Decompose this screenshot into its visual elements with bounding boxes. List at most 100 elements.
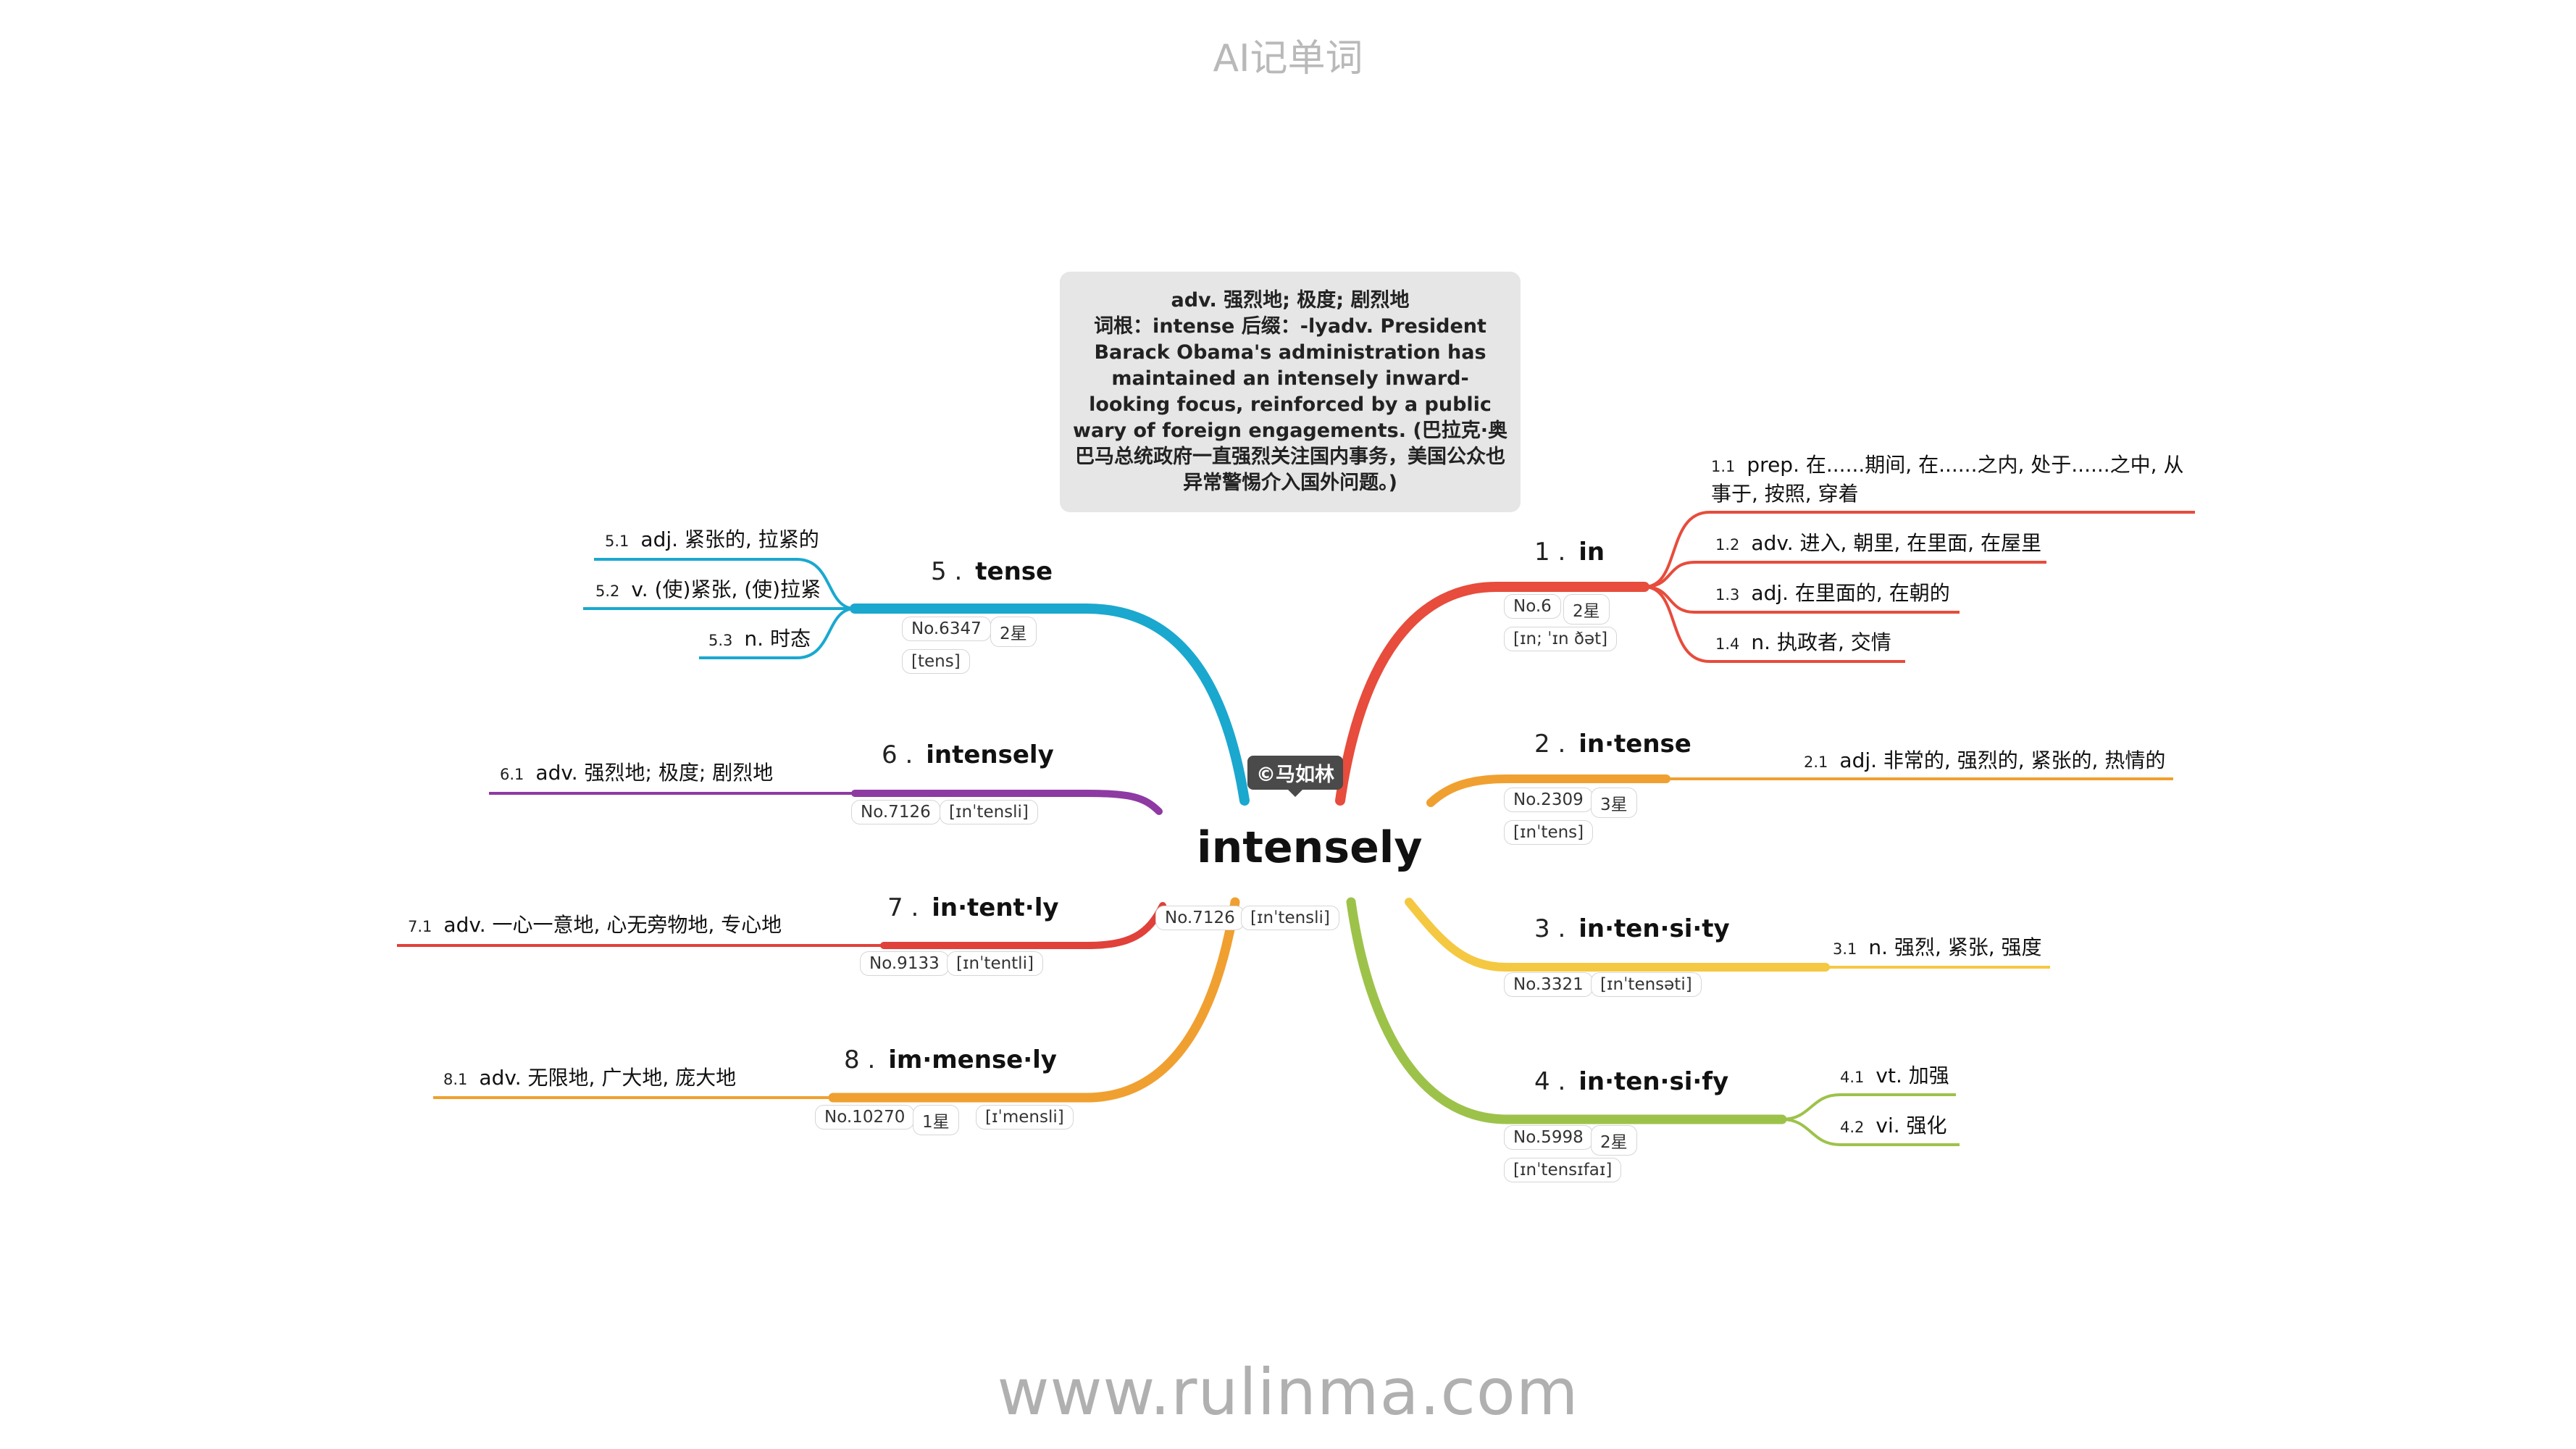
branch-4-trunk (1346, 897, 1787, 1124)
note-example: 词根：intense 后缀：-lyadv. President Barack O… (1073, 315, 1507, 494)
branch-7-title[interactable]: 7 .in·tent·ly (887, 893, 1059, 922)
leaf-1-2[interactable]: 1.2 adv. 进入, 朝里, 在里面, 在屋里 (1715, 527, 2041, 556)
branch-2-number: 2 . (1534, 730, 1566, 759)
branch-1-word: in (1578, 538, 1605, 567)
branch-4-word: in·ten·si·fy (1578, 1067, 1729, 1096)
branch-3-word: in·ten·si·ty (1578, 914, 1730, 943)
branch-1-title[interactable]: 1 . in (1534, 538, 1605, 567)
branch-8-title[interactable]: 8 . im·mense·ly (844, 1045, 1057, 1074)
branch-6-ipa-chip: [ɪnˈtensli] (940, 800, 1038, 824)
branch-1-leaf-2-link (1644, 561, 2046, 588)
branch-6-rank-chip: No.7126 (851, 800, 940, 824)
branch-2-title[interactable]: 2 . in·tense (1534, 730, 1691, 759)
branch-4-rank-chip: No.5998 (1504, 1125, 1593, 1150)
branch-8-number: 8 . (844, 1045, 876, 1074)
branch-3-number: 3 . (1534, 914, 1566, 943)
central-ipa-chip: [ɪnˈtensli] (1241, 906, 1339, 930)
branch-8-trunk (828, 897, 1240, 1103)
branch-6-number: 6 . (882, 740, 913, 769)
leaf-1-4-id: 1.4 (1715, 635, 1740, 653)
leaf-7-1-text: adv. 一心一意地, 心无旁物地, 专心地 (443, 913, 782, 937)
leaf-6-1[interactable]: 6.1 adv. 强烈地; 极度; 剧烈地 (500, 757, 773, 786)
leaf-2-1[interactable]: 2.1 adj. 非常的, 强烈的, 紧张的, 热情的 (1804, 745, 2165, 774)
branch-7-word: in·tent·ly (932, 893, 1059, 922)
leaf-6-1-id: 6.1 (500, 766, 524, 783)
branch-2-rank-chip: No.2309 (1504, 788, 1593, 812)
branch-2-ipa-chip: [ɪnˈtens] (1504, 820, 1594, 845)
leaf-1-2-id: 1.2 (1715, 536, 1740, 554)
branch-5-stars-chip: 2星 (990, 617, 1037, 647)
branch-3-title[interactable]: 3 . in·ten·si·ty (1534, 914, 1730, 943)
leaf-3-1-text: n. 强烈, 紧张, 强度 (1868, 935, 2042, 959)
branch-6-title[interactable]: 6 . intensely (882, 740, 1054, 769)
branch-5-title[interactable]: 5 . tense (931, 557, 1053, 586)
branch-3-trunk (1405, 898, 1830, 972)
branch-1-leaf-1-link (1644, 511, 2195, 588)
leaf-1-1-id: 1.1 (1711, 458, 1736, 475)
leaf-5-2-text: v. (使)紧张, (使)拉紧 (631, 577, 821, 601)
branch-4-title[interactable]: 4 . in·ten·si·fy (1534, 1067, 1728, 1096)
branch-5-leaf-1-link (594, 558, 856, 610)
leaf-3-1-id: 3.1 (1833, 940, 1857, 958)
leaf-8-1-text: adv. 无限地, 广大地, 庞大地 (479, 1066, 737, 1090)
branch-3-rank-chip: No.3321 (1504, 972, 1593, 997)
leaf-4-1-id: 4.1 (1840, 1069, 1865, 1086)
leaf-8-1[interactable]: 8.1 adv. 无限地, 广大地, 庞大地 (443, 1062, 736, 1091)
app-title: AI记单词 (1213, 37, 1363, 80)
branch-1-leaf-4-link (1644, 585, 1905, 663)
branch-8-word: im·mense·ly (888, 1045, 1057, 1074)
branch-5-word: tense (975, 557, 1053, 586)
leaf-6-1-text: adv. 强烈地; 极度; 剧烈地 (535, 761, 774, 785)
leaf-1-4-text: n. 执政者, 交情 (1751, 630, 1891, 654)
branch-5-number: 5 . (931, 557, 963, 586)
branch-4-leaf-2-link (1781, 1118, 1960, 1146)
copyright-badge: ©马如林 (1247, 756, 1343, 797)
branch-1-trunk (1335, 582, 1649, 806)
leaf-1-1-text: prep. 在......期间, 在......之内, 处于......之中, … (1711, 453, 2184, 506)
branch-2-word: in·tense (1578, 730, 1691, 759)
branch-5-rank-chip: No.6347 (902, 617, 991, 641)
leaf-4-2-text: vi. 强化 (1875, 1114, 1947, 1137)
branch-6-word: intensely (926, 740, 1054, 769)
leaf-8-1-id: 8.1 (443, 1071, 468, 1088)
branch-4-number: 4 . (1534, 1067, 1566, 1096)
leaf-4-1[interactable]: 4.1 vt. 加强 (1840, 1060, 1949, 1089)
branch-8-ipa-chip: [ɪˈmensli] (976, 1105, 1074, 1129)
branch-8-stars-chip: 1星 (913, 1105, 959, 1135)
leaf-5-3-id: 5.3 (708, 632, 733, 649)
branch-1-rank-chip: No.6 (1504, 594, 1561, 619)
leaf-1-4[interactable]: 1.4 n. 执政者, 交情 (1715, 627, 1891, 656)
leaf-5-3-text: n. 时态 (744, 627, 811, 651)
leaf-4-1-text: vt. 加强 (1875, 1064, 1949, 1087)
central-word[interactable]: intensely (1197, 822, 1423, 873)
branch-3-ipa-chip: [ɪnˈtensəti] (1591, 972, 1702, 997)
leaf-2-1-text: adj. 非常的, 强烈的, 紧张的, 热情的 (1839, 748, 2166, 772)
site-url: www.rulinma.com (997, 1355, 1579, 1429)
branch-6-trunk (851, 790, 1163, 815)
leaf-2-1-id: 2.1 (1804, 753, 1828, 771)
branch-5-ipa-chip: [tens] (902, 649, 970, 674)
leaf-3-1[interactable]: 3.1 n. 强烈, 紧张, 强度 (1833, 932, 2042, 961)
branch-7-ipa-chip: [ɪnˈtentli] (947, 951, 1043, 976)
branch-1-number: 1 . (1534, 538, 1566, 567)
leaf-1-3-id: 1.3 (1715, 586, 1740, 604)
branch-1-ipa-chip: [ɪn; ˈɪn ðət] (1504, 627, 1618, 651)
leaf-5-1-text: adj. 紧张的, 拉紧的 (640, 527, 819, 551)
leaf-5-1[interactable]: 5.1 adj. 紧张的, 拉紧的 (605, 524, 819, 553)
leaf-5-3[interactable]: 5.3 n. 时态 (708, 623, 811, 652)
leaf-5-1-id: 5.1 (605, 533, 630, 550)
branch-5-trunk (850, 604, 1250, 806)
branch-5-leaf-3-link (699, 607, 856, 659)
branch-4-ipa-chip: [ɪnˈtensɪfaɪ] (1504, 1158, 1622, 1182)
branch-4-leaf-1-link (1781, 1093, 1956, 1121)
branch-7-rank-chip: No.9133 (860, 951, 949, 976)
definition-note: adv. 强烈地; 极度; 剧烈地 词根：intense 后缀：-lyadv. … (1060, 272, 1521, 512)
leaf-1-2-text: adv. 进入, 朝里, 在里面, 在屋里 (1751, 531, 2041, 555)
